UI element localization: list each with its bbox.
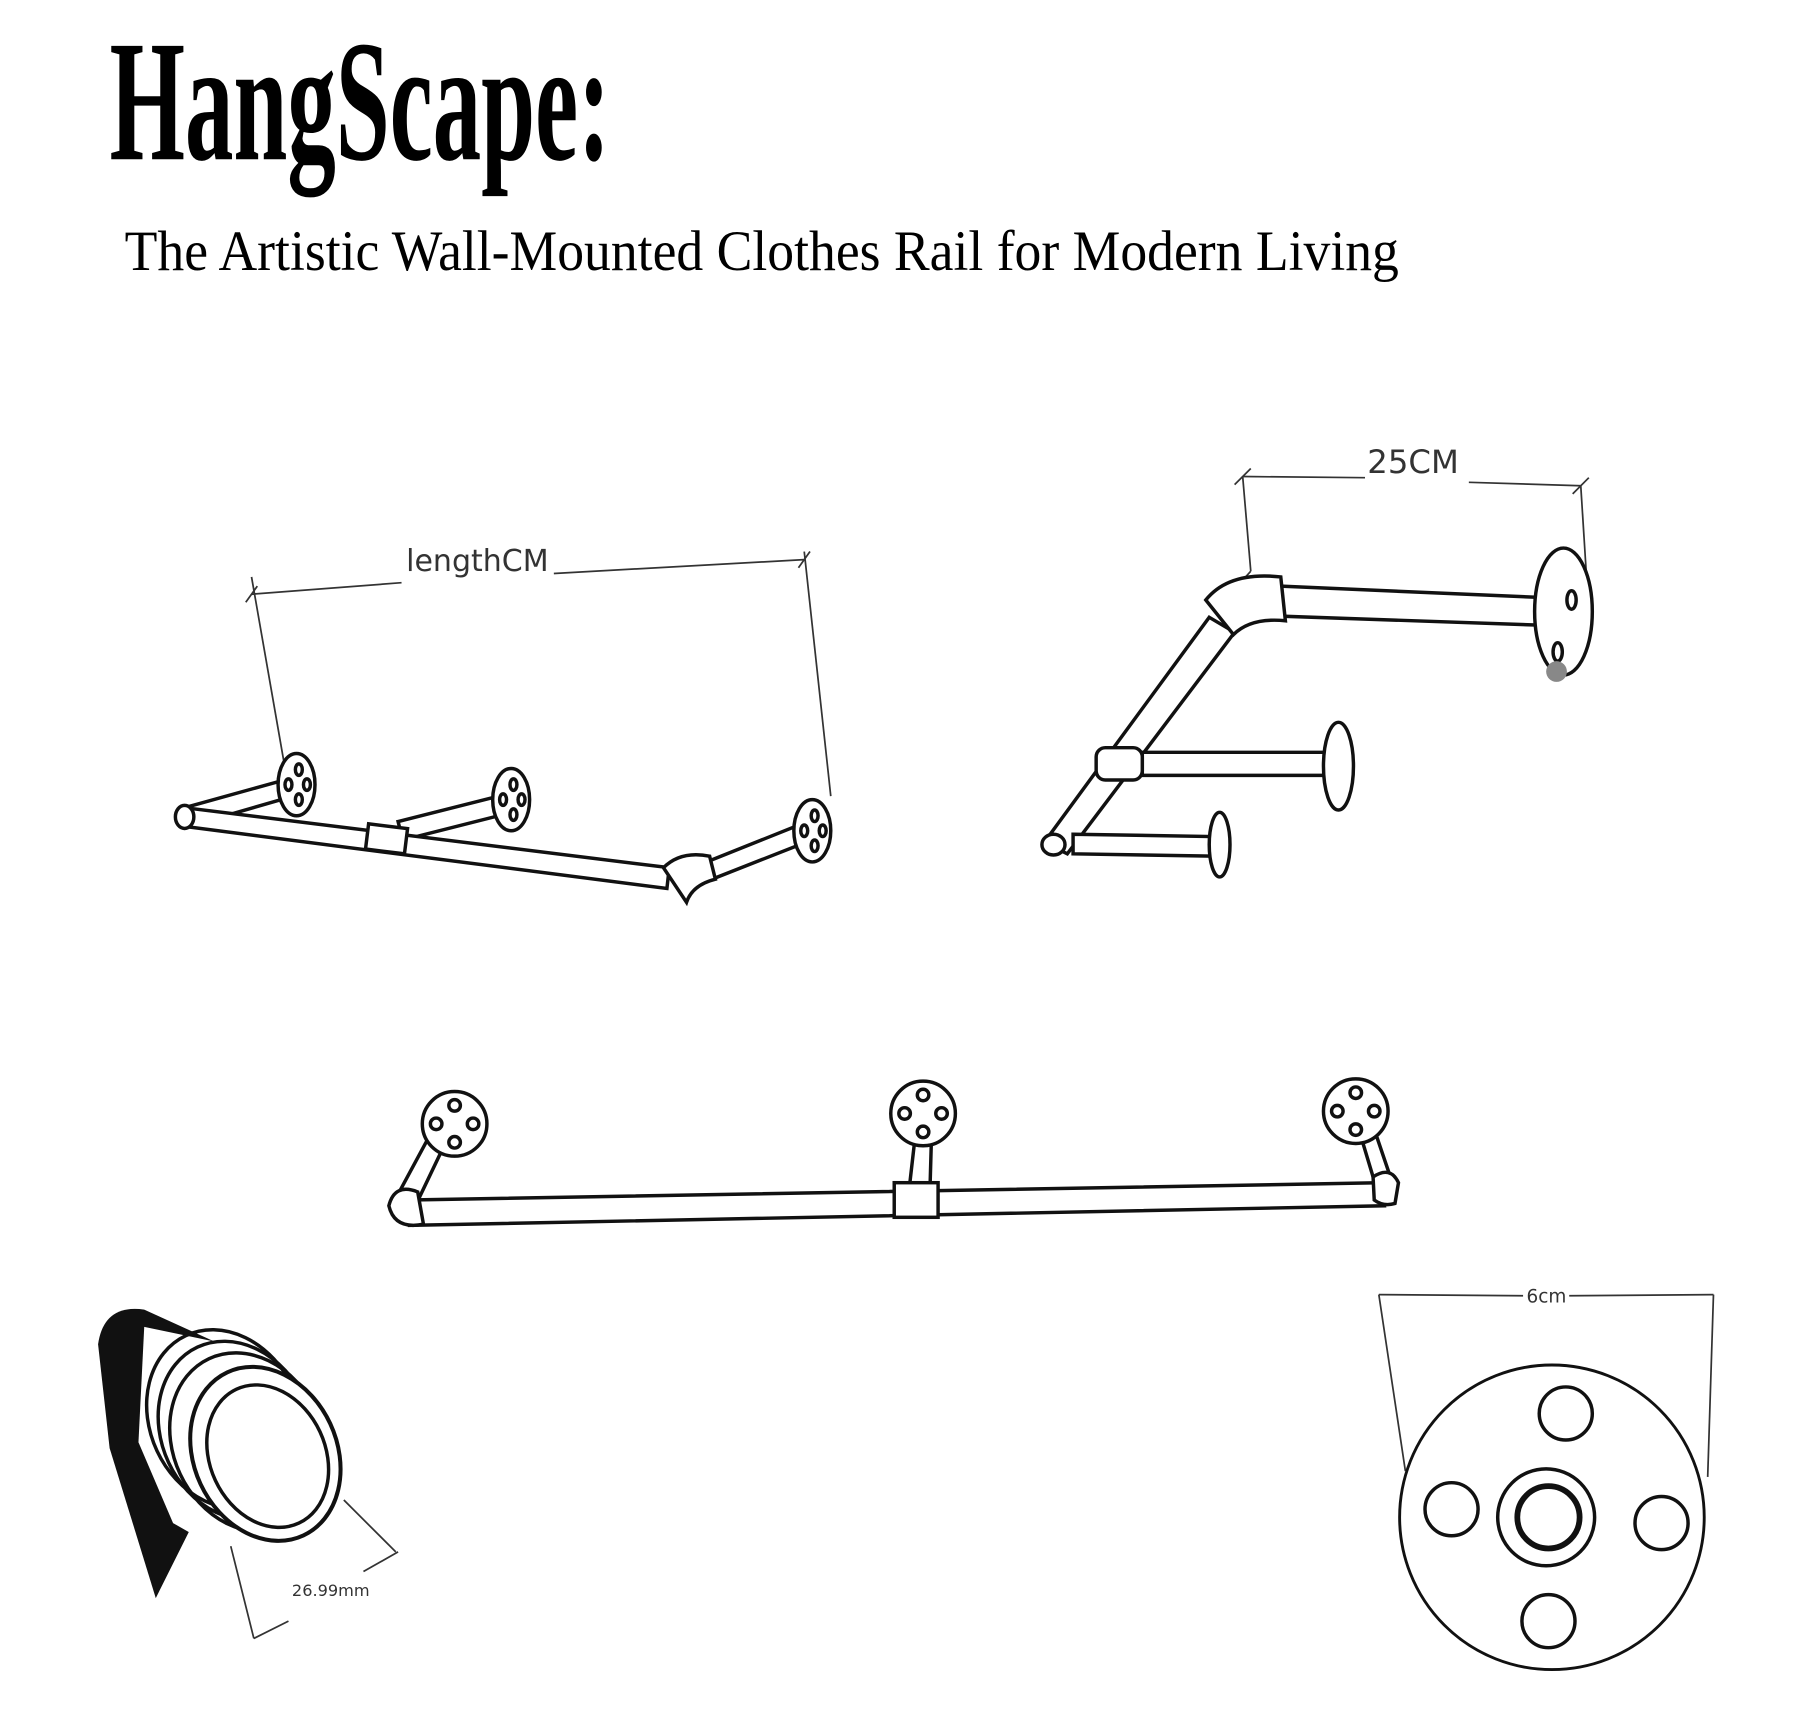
flange-diagram: 6cm [1377, 1287, 1715, 1672]
page-title: HangScape: [110, 6, 611, 197]
pipe-thread-diagram: 26.99mm [98, 1308, 399, 1640]
diameter-dimension-label: 26.99mm [292, 1581, 370, 1600]
page-subtitle: The Artistic Wall-Mounted Clothes Rail f… [125, 219, 1399, 283]
straight-rail-diagram [387, 1077, 1401, 1228]
angled-rail-diagram: 25CM [1040, 443, 1595, 879]
marker-dot [1546, 661, 1567, 682]
l-rail-diagram: lengthCM [173, 544, 833, 907]
flange-dimension-label: 6cm [1527, 1287, 1567, 1308]
depth-dimension-label: 25CM [1367, 443, 1459, 481]
length-dimension-label: lengthCM [406, 544, 548, 579]
